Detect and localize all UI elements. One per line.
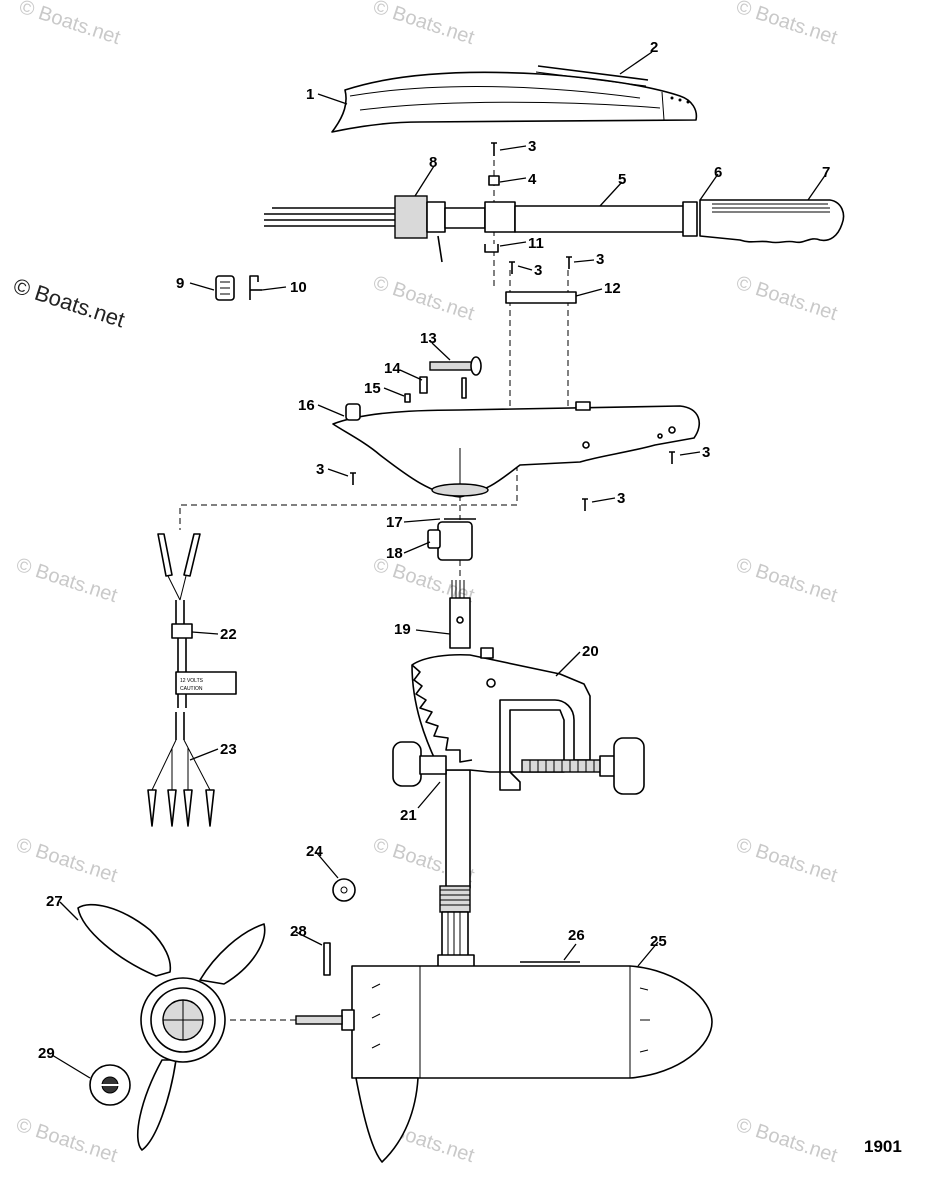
- watermark: © Boats.net: [16, 0, 123, 49]
- callout-12: 12: [604, 280, 621, 297]
- screws: [350, 142, 675, 511]
- callout-2: 2: [650, 39, 658, 56]
- motor-housing: [295, 954, 713, 1079]
- shaft-collar: [505, 291, 577, 304]
- callout-14: 14: [384, 360, 401, 377]
- callout-21: 21: [400, 807, 417, 824]
- control-head-cover: [331, 71, 698, 133]
- speed-switch: [264, 195, 486, 263]
- callout-6: 6: [714, 164, 722, 181]
- callout-4: 4: [528, 171, 537, 188]
- watermark: © Boats.net: [733, 0, 840, 49]
- tilt-knob: [392, 741, 447, 787]
- tiller-arm: [484, 201, 698, 237]
- cable-tag-line1: 12 VOLTS: [180, 678, 204, 684]
- tiller-grip: [699, 199, 845, 244]
- callout-20: 20: [582, 643, 599, 660]
- watermark: © Boats.net: [733, 834, 840, 887]
- bracket-pin: [249, 275, 262, 300]
- callout-13: 13: [420, 330, 437, 347]
- watermark: © Boats.net: [13, 834, 120, 887]
- propeller: [77, 903, 266, 1151]
- callout-25: 25: [650, 933, 667, 950]
- callout-17: 17: [386, 514, 403, 531]
- callout-16: 16: [298, 397, 315, 414]
- callout-10: 10: [290, 279, 307, 296]
- callout-5: 5: [618, 171, 626, 188]
- mounting-bracket: [411, 647, 591, 791]
- watermark: © Boats.net: [733, 272, 840, 325]
- watermark: © Boats.net: [733, 1114, 840, 1167]
- watermark: © Boats.net: [733, 554, 840, 607]
- bushing: [427, 521, 473, 561]
- skeg: [355, 1077, 419, 1163]
- callout-15: 15: [364, 380, 381, 397]
- callout-9: 9: [176, 275, 184, 292]
- prop-nut: [332, 878, 356, 902]
- leader-lines: [51, 51, 827, 1079]
- cable-clamp: [215, 275, 235, 301]
- callout-24: 24: [306, 843, 323, 860]
- watermark: © Boats.net: [13, 554, 120, 607]
- retaining-clip-upper: [488, 175, 500, 186]
- callout-7: 7: [822, 164, 830, 181]
- battery-cable: 12 VOLTS CAUTION: [147, 533, 237, 827]
- callout-3: 3: [534, 262, 542, 279]
- callout-23: 23: [220, 741, 237, 758]
- callout-3: 3: [596, 251, 604, 268]
- retaining-clip-lower: [484, 244, 499, 253]
- prop-washer-nut: [89, 1064, 131, 1106]
- cable-tag-line2: CAUTION: [180, 686, 203, 692]
- figure-number: 1901: [864, 1137, 902, 1156]
- motor-shaft: [439, 580, 471, 958]
- callout-29: 29: [38, 1045, 55, 1062]
- control-head-base: [332, 401, 701, 498]
- watermark: © Boats.net: [370, 272, 477, 325]
- callout-19: 19: [394, 621, 411, 638]
- clamp-screw: [521, 737, 645, 795]
- cover-decal: [535, 65, 649, 87]
- callout-22: 22: [220, 626, 237, 643]
- watermark-dark: © Boats.net: [10, 273, 127, 332]
- callout-28: 28: [290, 923, 307, 940]
- callout-3: 3: [528, 138, 536, 155]
- callouts: 1 2 3 4 5 6 7 8 11 3 3 9 10 12 13 14 15 …: [38, 39, 830, 1062]
- watermark: © Boats.net: [13, 1114, 120, 1167]
- callout-11: 11: [528, 235, 544, 252]
- bolt: [429, 356, 482, 399]
- spacer: [419, 376, 428, 394]
- callout-26: 26: [568, 927, 585, 944]
- drive-pin: [323, 942, 331, 976]
- callout-1: 1: [306, 86, 314, 103]
- callout-3: 3: [702, 444, 710, 461]
- watermark: © Boats.net: [370, 0, 477, 49]
- callout-27: 27: [46, 893, 63, 910]
- small-pin: [404, 393, 411, 403]
- callout-3: 3: [316, 461, 324, 478]
- callout-8: 8: [429, 154, 437, 171]
- callout-3: 3: [617, 490, 625, 507]
- callout-18: 18: [386, 545, 403, 562]
